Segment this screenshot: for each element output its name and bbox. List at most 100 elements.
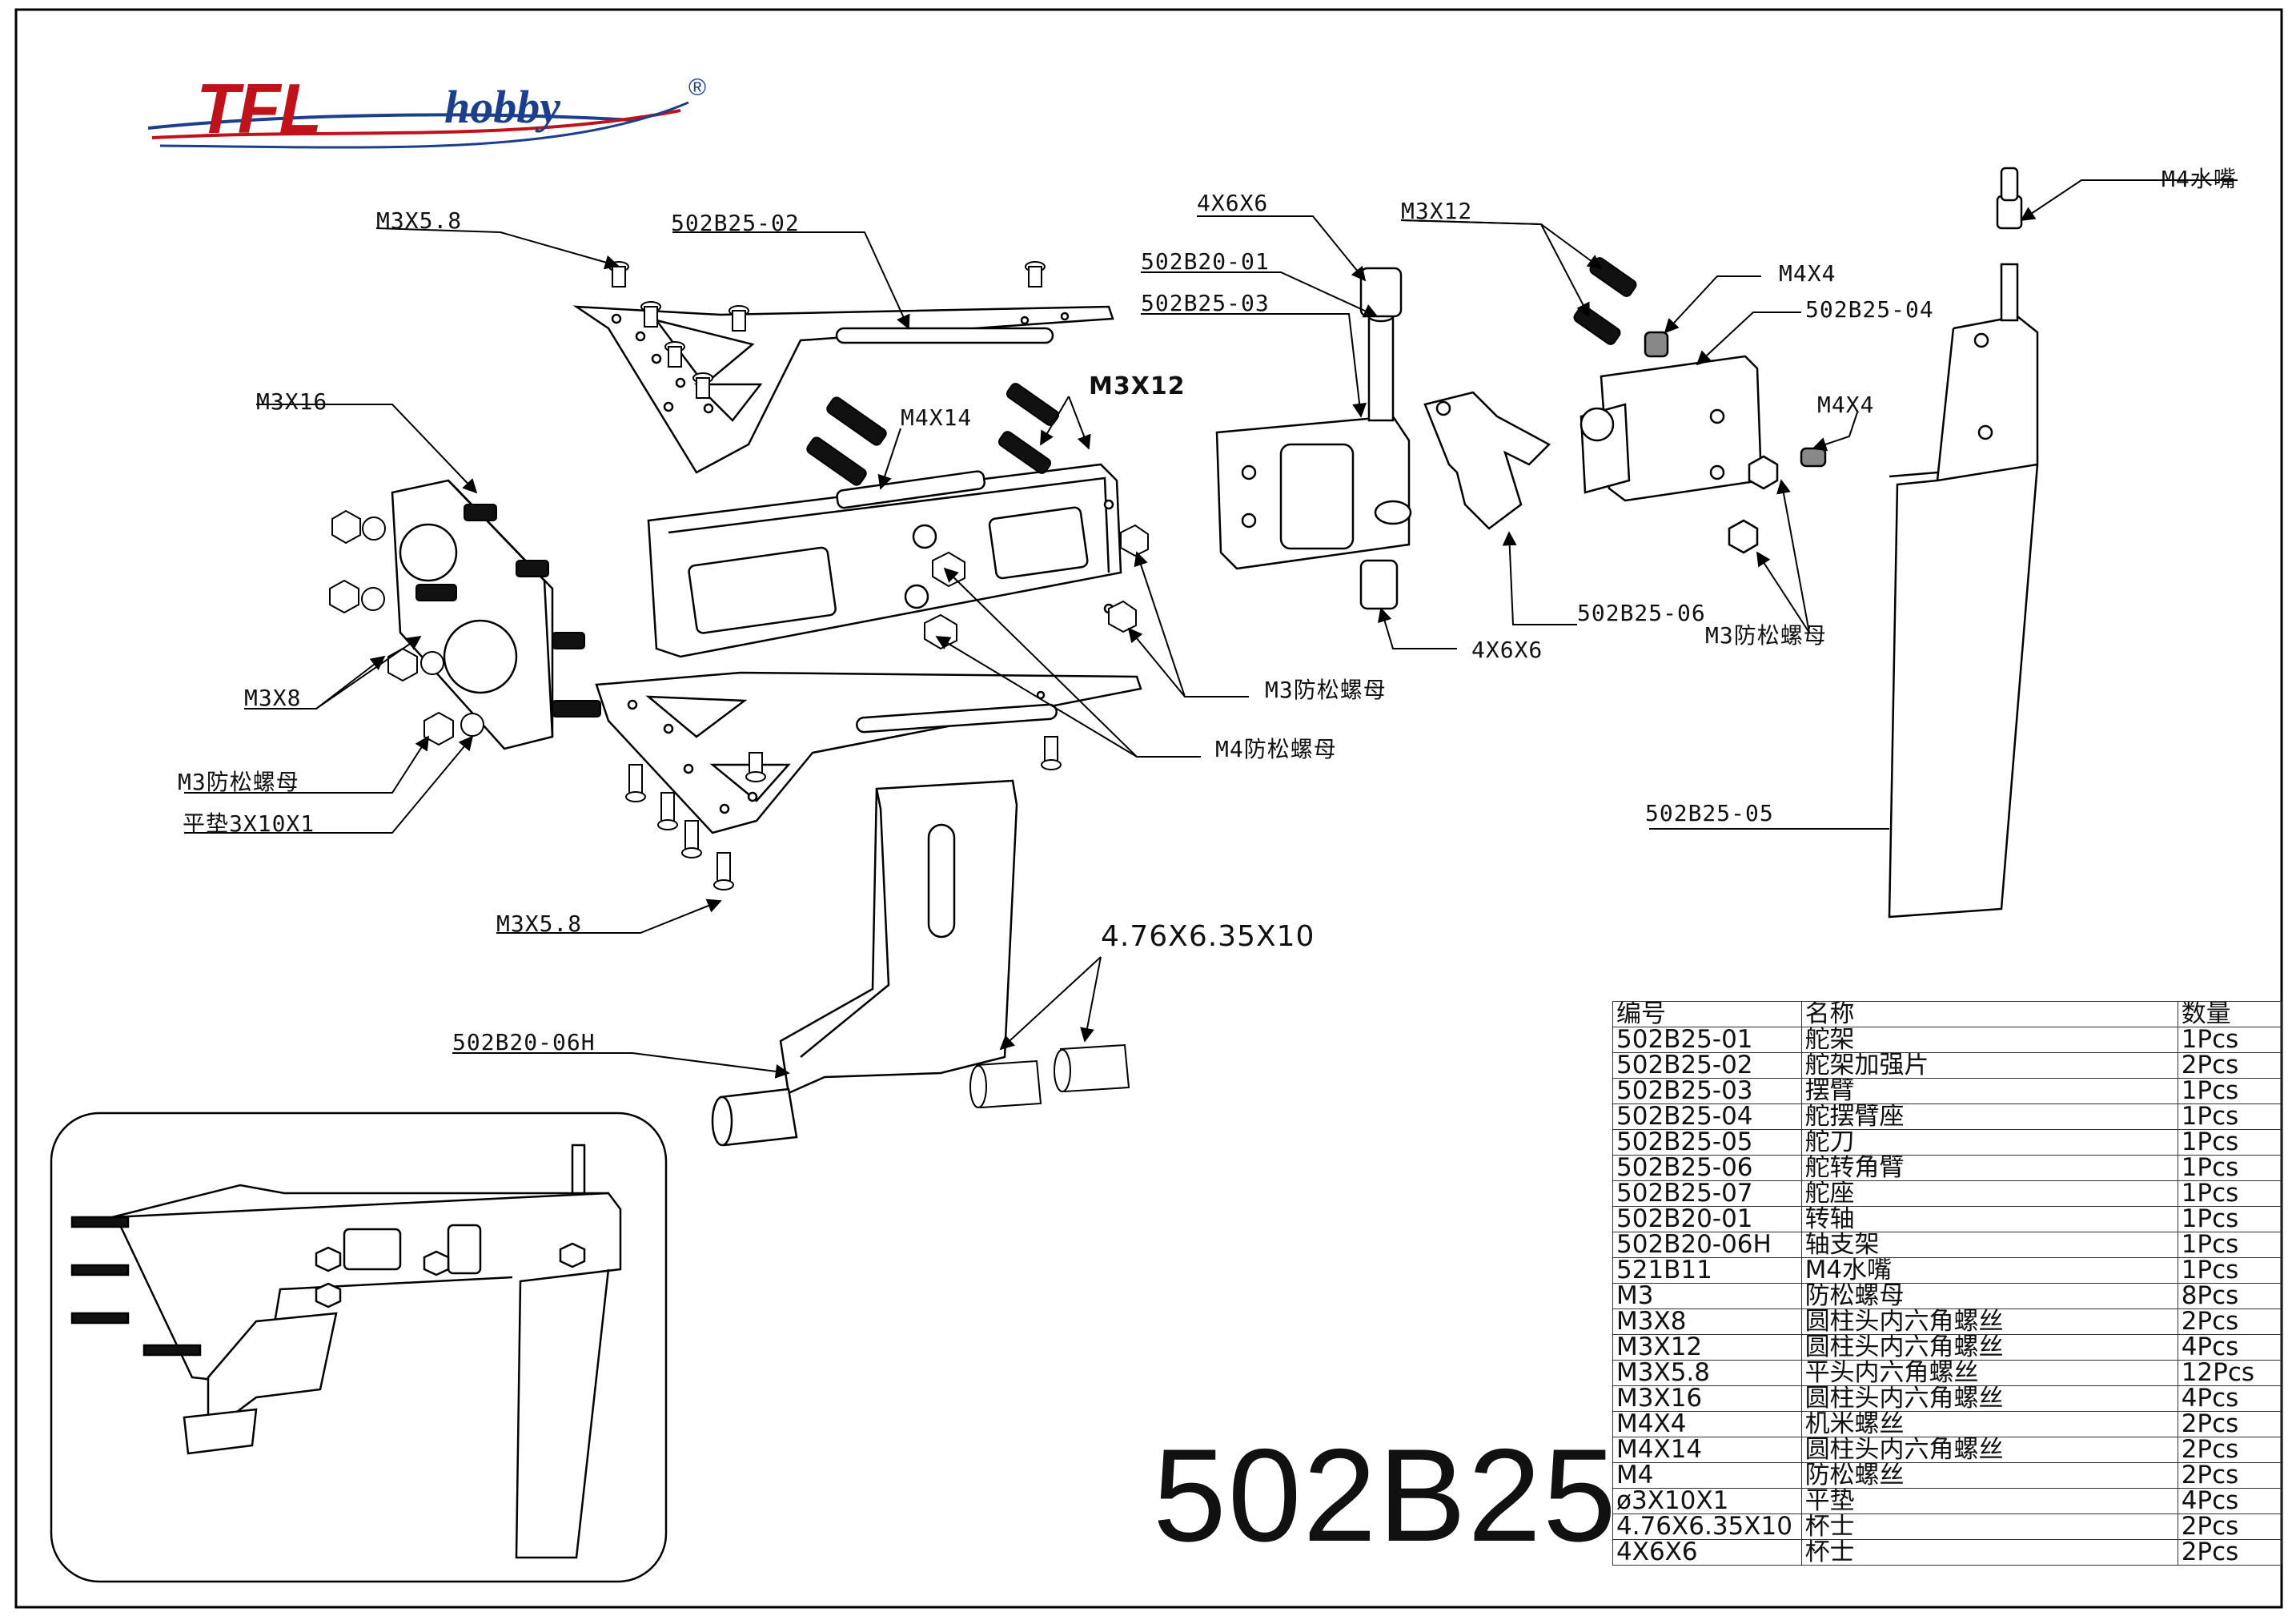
part-code: M4X4 xyxy=(1612,1411,1802,1437)
pivot-bracket xyxy=(1215,267,1412,610)
label-m3x16: M3X16 xyxy=(256,388,328,415)
part-code: 502B25-05 xyxy=(1612,1129,1802,1156)
part-qty: 8Pcs xyxy=(2177,1283,2282,1309)
reinforcement-plate-bottom xyxy=(595,671,1142,834)
part-qty: 1Pcs xyxy=(2177,1232,2282,1258)
part-name: 杯士 xyxy=(1800,1539,2178,1566)
part-qty: 2Pcs xyxy=(2177,1308,2282,1335)
part-name: 平垫 xyxy=(1800,1488,2178,1514)
part-name: 转轴 xyxy=(1800,1206,2178,1232)
part-name: 杯士 xyxy=(1800,1513,2178,1540)
label-m3x12-right: M3X12 xyxy=(1401,198,1473,224)
label-m3x58-bottom: M3X5.8 xyxy=(496,911,583,937)
part-qty: 1Pcs xyxy=(2177,1078,2282,1104)
part-qty: 2Pcs xyxy=(2177,1411,2282,1437)
label-m4x4-top: M4X4 xyxy=(1779,260,1836,287)
part-code: 4X6X6 xyxy=(1612,1539,1802,1566)
label-m4x14: M4X14 xyxy=(901,404,973,431)
part-code: M4 xyxy=(1612,1462,1802,1489)
part-code: 4.76X6.35X10 xyxy=(1612,1513,1802,1540)
part-code: M4X14 xyxy=(1612,1437,1802,1463)
part-code: 502B25-03 xyxy=(1612,1078,1802,1104)
logo-swoosh xyxy=(147,101,689,149)
shaft-bushings xyxy=(969,1043,1130,1109)
part-code: 502B20-01 xyxy=(1612,1206,1802,1232)
part-qty: 1Pcs xyxy=(2177,1257,2282,1284)
label-m4-nozzle: M4水嘴 xyxy=(2162,166,2237,192)
part-code: ø3X10X1 xyxy=(1612,1488,1802,1514)
part-name: 舵刀 xyxy=(1800,1129,2178,1156)
rudder-blade xyxy=(1888,167,2039,919)
header-code: 编号 xyxy=(1612,1001,1802,1027)
part-code: M3X16 xyxy=(1612,1385,1802,1412)
logo-brand: TFL xyxy=(196,69,322,148)
part-code: 502B25-02 xyxy=(1612,1052,1802,1079)
label-m3x8: M3X8 xyxy=(244,685,302,711)
part-qty: 1Pcs xyxy=(2177,1180,2282,1207)
logo-registered: ® xyxy=(688,74,707,101)
part-qty: 1Pcs xyxy=(2177,1027,2282,1053)
label-washer: 平垫3X10X1 xyxy=(183,810,315,837)
label-m3x58-top: M3X5.8 xyxy=(376,207,463,234)
part-name: 轴支架 xyxy=(1800,1232,2178,1258)
part-code: 502B25-06 xyxy=(1612,1155,1802,1181)
part-code: M3X8 xyxy=(1612,1308,1802,1335)
part-qty: 4Pcs xyxy=(2177,1334,2282,1361)
reinforcement-plate-top xyxy=(572,305,1114,474)
part-code: 521B11 xyxy=(1612,1257,1802,1284)
label-m3-nut-left: M3防松螺母 xyxy=(178,769,299,795)
socket-bolts-mid xyxy=(806,383,1060,486)
part-qty: 2Pcs xyxy=(2177,1462,2282,1489)
part-qty: 2Pcs xyxy=(2177,1539,2282,1566)
part-code: M3 xyxy=(1612,1283,1802,1309)
model-number: 502B25 xyxy=(1153,1421,1618,1569)
logo-subtitle: hobby xyxy=(444,81,560,133)
label-502b20-06h: 502B20-06H xyxy=(452,1029,596,1055)
part-name: 圆柱头内六角螺丝 xyxy=(1800,1437,2178,1463)
part-name: 机米螺丝 xyxy=(1800,1411,2178,1437)
tiller-arm-seat xyxy=(1580,331,1827,554)
flat-screws-top xyxy=(608,261,1046,399)
label-m3-nut-mid: M3防松螺母 xyxy=(1265,677,1387,703)
label-502b25-06: 502B25-06 xyxy=(1577,600,1706,626)
label-4x6x6-top: 4X6X6 xyxy=(1197,190,1269,216)
part-name: 圆柱头内六角螺丝 xyxy=(1800,1308,2178,1335)
header-qty: 数量 xyxy=(2177,1001,2282,1027)
part-name: 舵架 xyxy=(1800,1027,2178,1053)
part-code: M3X5.8 xyxy=(1612,1360,1802,1386)
part-name: M4水嘴 xyxy=(1800,1257,2178,1284)
label-502b20-01: 502B20-01 xyxy=(1141,248,1270,275)
transom-block xyxy=(391,479,554,750)
part-qty: 2Pcs xyxy=(2177,1437,2282,1463)
part-name: 防松螺丝 xyxy=(1800,1462,2178,1489)
part-qty: 12Pcs xyxy=(2177,1360,2282,1386)
label-502b25-05: 502B25-05 xyxy=(1645,800,1774,826)
part-qty: 1Pcs xyxy=(2177,1129,2282,1156)
label-502b25-02: 502B25-02 xyxy=(671,210,800,236)
table-header-row: 编号 名称 数量 xyxy=(1612,1001,2282,1027)
part-qty: 2Pcs xyxy=(2177,1513,2282,1540)
label-m4-nut: M4防松螺母 xyxy=(1215,736,1337,762)
part-name: 防松螺母 xyxy=(1800,1283,2178,1309)
tiller-arm xyxy=(1423,391,1551,530)
socket-bolts-right xyxy=(1573,257,1637,345)
header-name: 名称 xyxy=(1800,1001,2178,1027)
label-4x6x6-bottom: 4X6X6 xyxy=(1471,637,1543,663)
part-name: 平头内六角螺丝 xyxy=(1800,1360,2178,1386)
part-code: M3X12 xyxy=(1612,1334,1802,1361)
leader-lines xyxy=(184,179,2238,1079)
part-code: 502B25-04 xyxy=(1612,1103,1802,1130)
